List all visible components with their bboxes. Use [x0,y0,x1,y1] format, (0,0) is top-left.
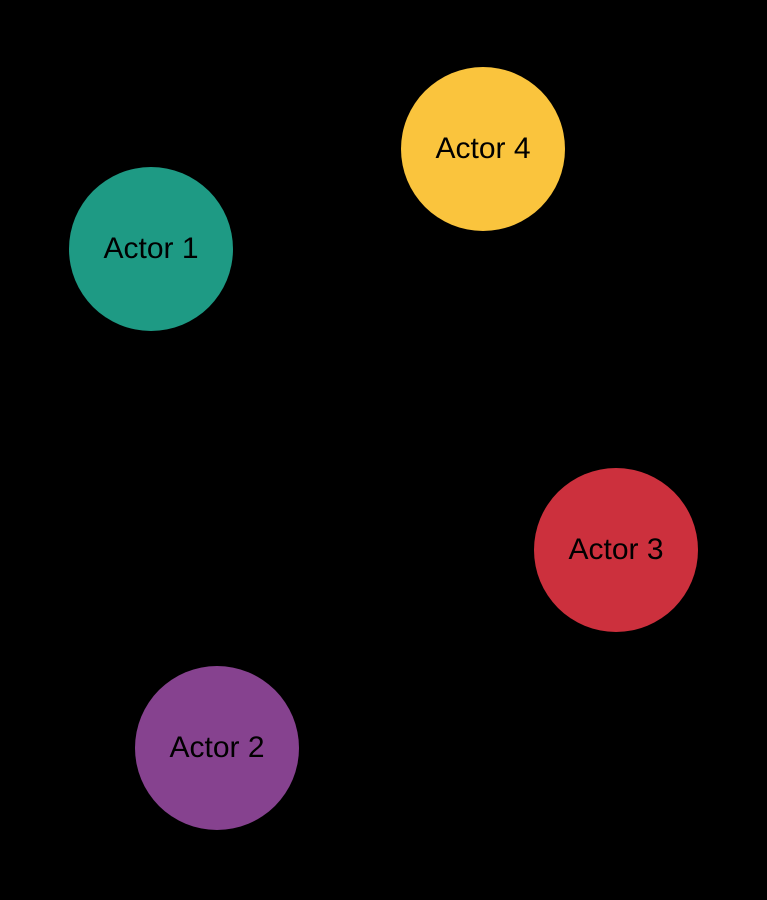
graph-node-actor3[interactable]: Actor 3 [534,468,698,632]
node-label: Actor 2 [169,731,265,764]
node-label: Actor 4 [435,132,531,165]
graph-node-actor2[interactable]: Actor 2 [135,666,299,830]
graph-node-actor1[interactable]: Actor 1 [69,167,233,331]
node-label: Actor 1 [103,232,199,265]
node-label: Actor 3 [568,533,664,566]
graph-node-actor4[interactable]: Actor 4 [401,67,565,231]
